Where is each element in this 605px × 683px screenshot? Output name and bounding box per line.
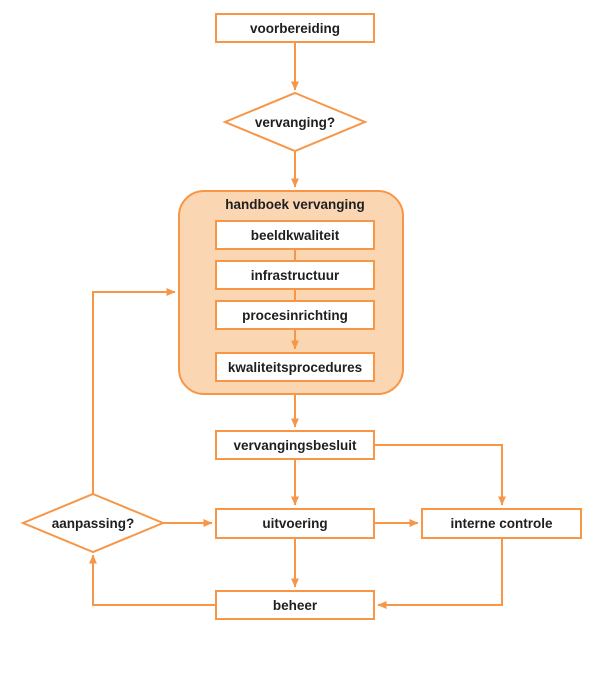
node-infrastructuur: infrastructuur [215, 260, 375, 290]
node-uitvoering: uitvoering [215, 508, 375, 539]
node-beeldkwaliteit: beeldkwaliteit [215, 220, 375, 250]
diamond-label-aanpassing: aanpassing? [51, 515, 135, 531]
node-interne-controle: interne controle [421, 508, 582, 539]
node-kwaliteitsprocedures: kwaliteitsprocedures [215, 352, 375, 382]
edge-beheer-aanpassing [89, 554, 215, 606]
edge-vervangingsbesluit-interne-controle [375, 444, 506, 506]
node-voorbereiding: voorbereiding [215, 13, 375, 43]
edge-aanpassing-handboek [92, 288, 176, 494]
node-beheer: beheer [215, 590, 375, 620]
diamond-vervanging [222, 91, 368, 153]
group-title-handboek-vervanging: handboek vervanging [225, 196, 365, 212]
node-procesinrichting: procesinrichting [215, 300, 375, 330]
edge-interne-controle-beheer [377, 539, 503, 609]
diamond-label-vervanging: vervanging? [254, 114, 336, 130]
node-vervangingsbesluit: vervangingsbesluit [215, 430, 375, 460]
diamond-aanpassing [20, 492, 166, 554]
